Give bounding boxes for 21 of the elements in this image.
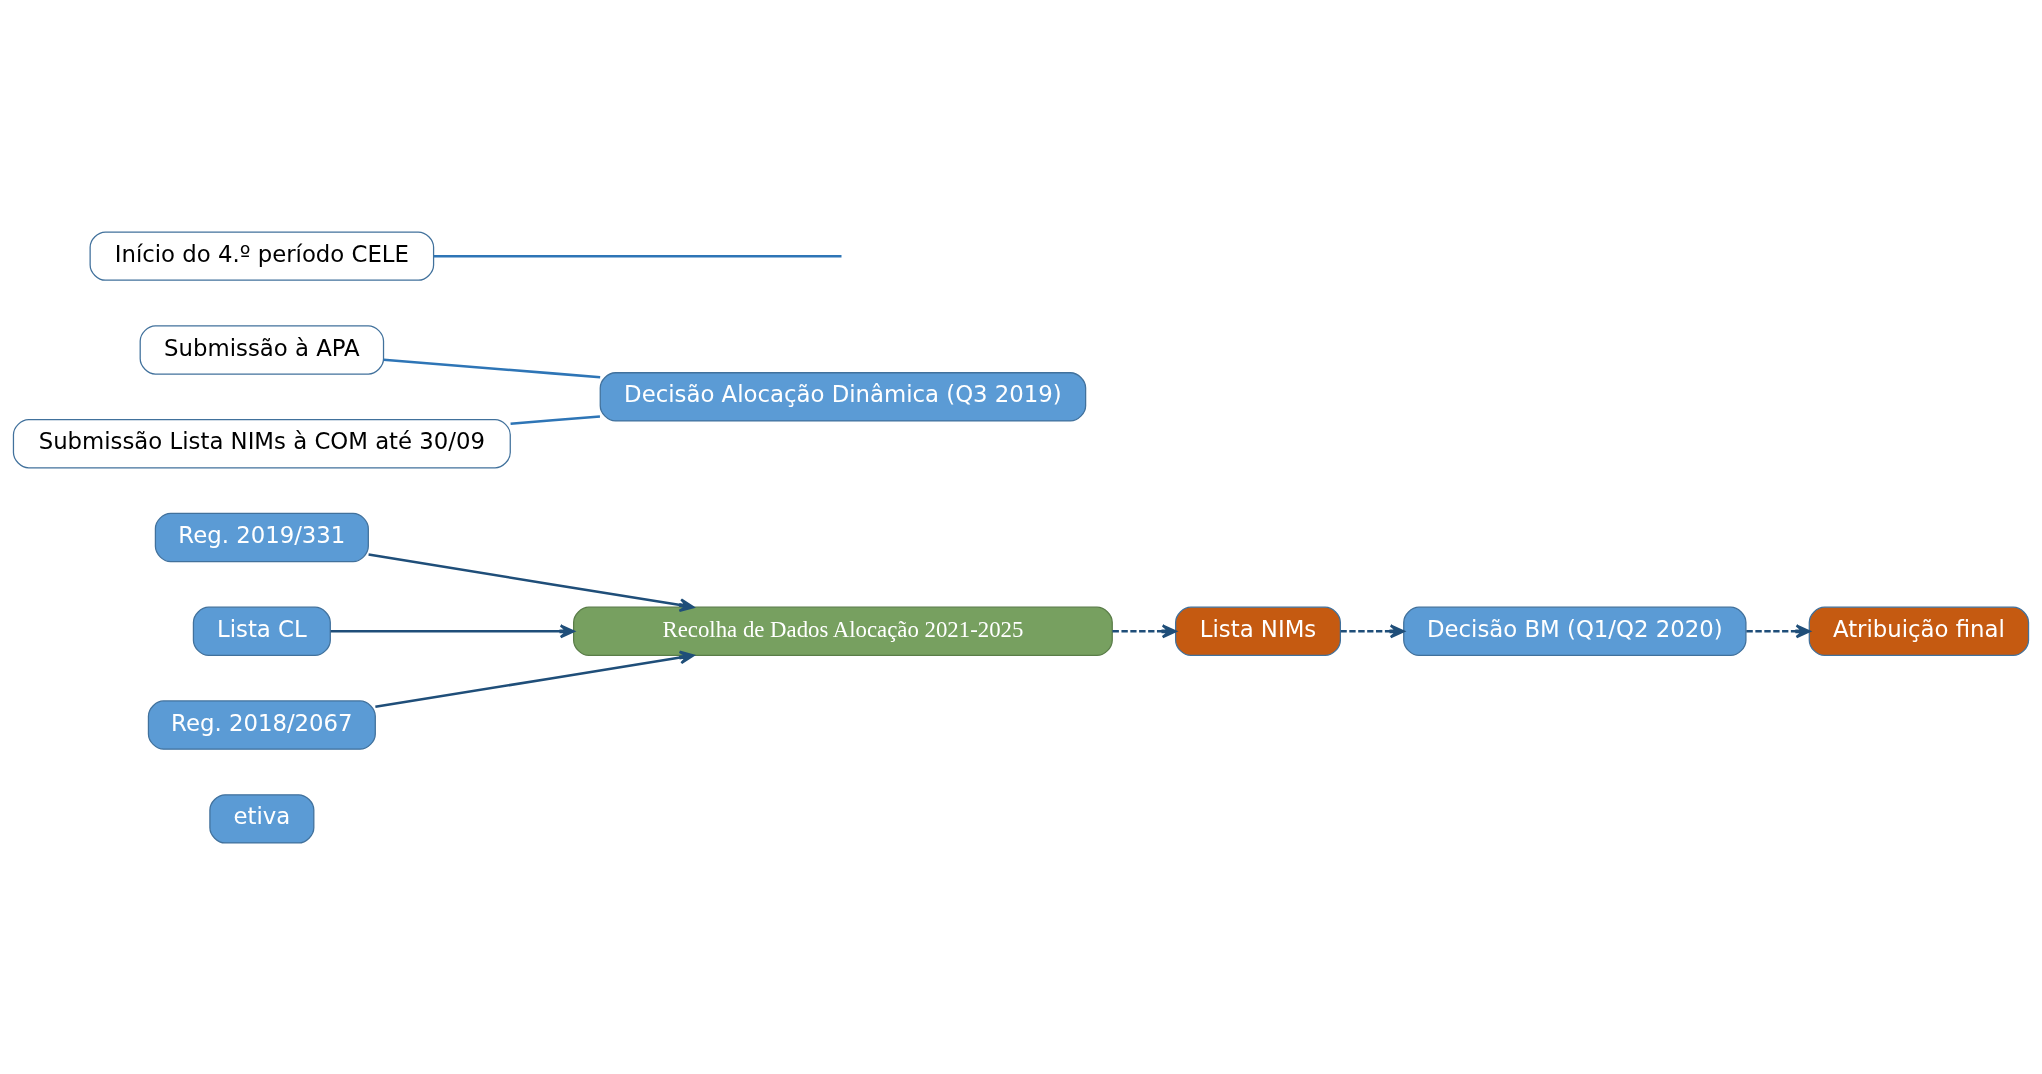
node-box: etiva <box>209 793 315 844</box>
node-box: Reg. 2018/2067 <box>147 699 376 750</box>
node-box: Decisão BM (Q1/Q2 2020) <box>1403 606 1747 656</box>
node-box: Submissão Lista NIMs à COM até 30/09 <box>12 418 511 468</box>
node-box: Atribuição final <box>1808 606 2030 656</box>
connector <box>383 357 601 378</box>
node-box: Lista CL <box>192 606 331 656</box>
arrow <box>1340 623 1405 638</box>
node-box: Recolha de Dados Alocação 2021-2025 <box>573 606 1113 656</box>
node-box: Lista NIMs <box>1175 606 1341 656</box>
connector <box>510 414 601 425</box>
arrow <box>368 552 695 612</box>
arrow <box>1112 623 1177 638</box>
arrow <box>330 623 575 638</box>
node-box: Decisão Alocação Dinâmica (Q3 2019) <box>599 371 1087 422</box>
node-box: Reg. 2019/331 <box>154 512 369 562</box>
node-box: Submissão à APA <box>139 324 385 375</box>
connector <box>433 254 842 257</box>
node-box: Início do 4.º período CELE <box>89 230 435 281</box>
arrow <box>375 650 695 708</box>
arrow <box>1746 623 1811 638</box>
